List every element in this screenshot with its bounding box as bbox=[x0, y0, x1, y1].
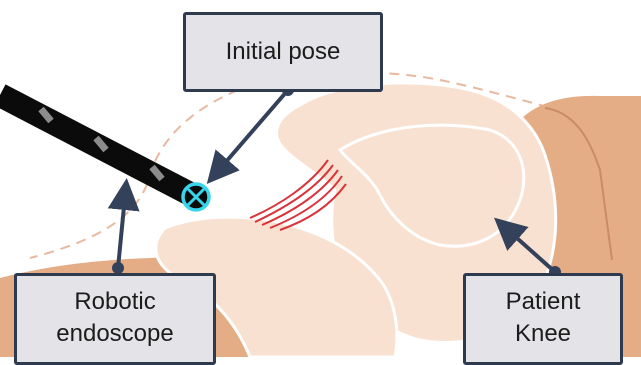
patient-knee-label-line2: Knee bbox=[466, 318, 620, 350]
initial-pose-label: Initial pose bbox=[186, 36, 380, 68]
patient-knee-label-line1: Patient bbox=[466, 286, 620, 318]
robotic-endoscope-label-line2: endoscope bbox=[17, 318, 213, 350]
robotic-endoscope-label-box: Robotic endoscope bbox=[14, 273, 216, 365]
initial-pose-label-box: Initial pose bbox=[183, 12, 383, 92]
crosshair-target-icon bbox=[183, 184, 209, 210]
patient-knee-label-box: Patient Knee bbox=[463, 273, 623, 365]
robotic-endoscope-label-line1: Robotic bbox=[17, 286, 213, 318]
